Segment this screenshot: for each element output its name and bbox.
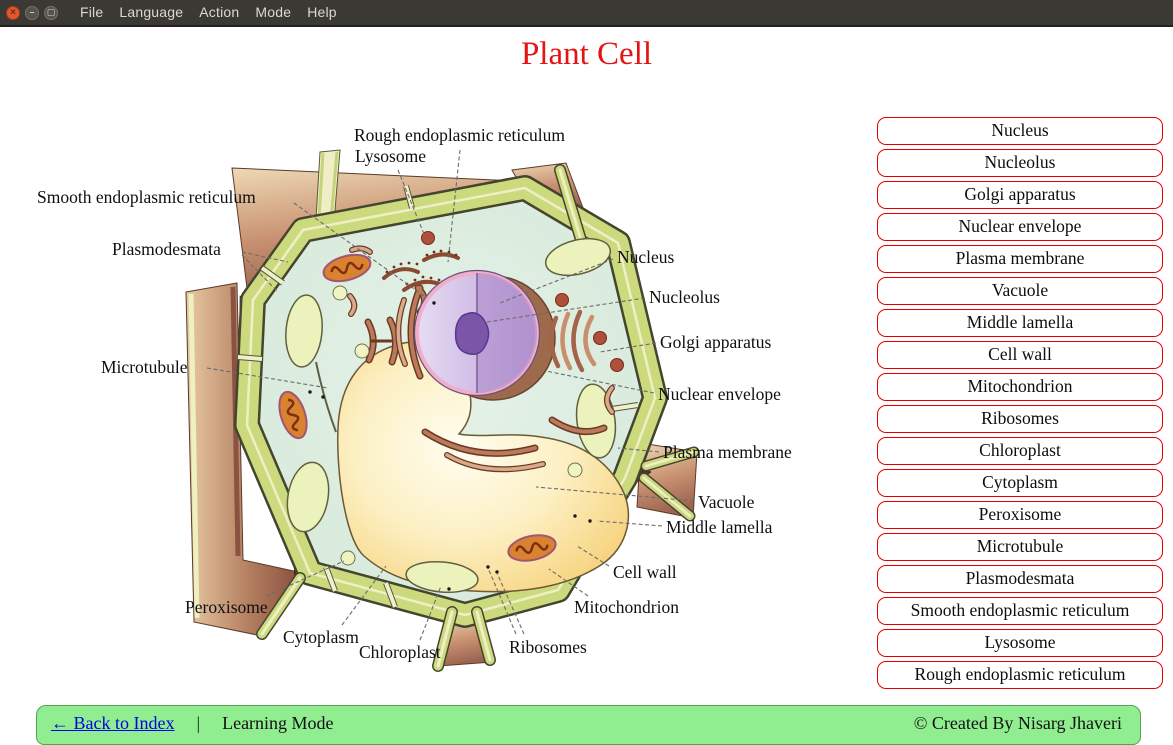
diagram-label-chloroplast: Chloroplast	[359, 642, 441, 662]
close-button[interactable]: ✕	[6, 5, 20, 20]
sidebar-button-chloroplast[interactable]: Chloroplast	[877, 437, 1163, 465]
sidebar-button-vacuole[interactable]: Vacuole	[877, 277, 1163, 305]
sidebar-button-rough-endoplasmic-reticulum[interactable]: Rough endoplasmic reticulum	[877, 661, 1163, 689]
leader-line-peroxisome	[265, 560, 345, 597]
diagram-label-microtubule: Microtubule	[101, 357, 188, 377]
footer-separator: |	[196, 712, 201, 733]
diagram-label-rough-endoplasmic-reticulum: Rough endoplasmic reticulum	[354, 125, 565, 145]
sidebar-button-microtubule[interactable]: Microtubule	[877, 533, 1163, 561]
sidebar-button-golgi-apparatus[interactable]: Golgi apparatus	[877, 181, 1163, 209]
menu-mode[interactable]: Mode	[255, 4, 292, 20]
sidebar-button-lysosome[interactable]: Lysosome	[877, 629, 1163, 657]
plasmodesmata-channels	[237, 185, 639, 609]
diagram-label-nucleolus: Nucleolus	[649, 287, 720, 307]
maximize-button[interactable]: ▢	[44, 5, 58, 20]
leader-line-middle-lamella	[596, 520, 663, 527]
leader-line-nucleus	[499, 258, 614, 304]
leader-line-golgi-apparatus	[599, 342, 657, 353]
chloroplasts	[285, 237, 617, 594]
leader-line-ribosomes	[487, 567, 517, 635]
mode-label: Learning Mode	[222, 712, 334, 733]
sidebar-button-nuclear-envelope[interactable]: Nuclear envelope	[877, 213, 1163, 241]
diagram-label-lysosome: Lysosome	[355, 146, 426, 166]
ribosome-dots	[308, 301, 592, 591]
mitochondria	[278, 253, 557, 562]
leader-line-lysosome	[397, 169, 425, 235]
leader-line-ribosomes	[496, 572, 525, 635]
menu-language[interactable]: Language	[119, 4, 184, 20]
sidebar-button-plasma-membrane[interactable]: Plasma membrane	[877, 245, 1163, 273]
golgi-apparatus-shape	[549, 309, 597, 373]
sidebar-button-ribosomes[interactable]: Ribosomes	[877, 405, 1163, 433]
leader-line-microtubule	[206, 367, 329, 389]
leader-line-plasma-membrane	[617, 447, 660, 453]
lysosome-and-vesicles	[421, 231, 624, 372]
menu-action[interactable]: Action	[199, 4, 240, 20]
diagram-label-nuclear-envelope: Nuclear envelope	[658, 384, 781, 404]
diagram-label-middle-lamella: Middle lamella	[666, 517, 773, 537]
menu-bar: ✕–▢ File Language Action Mode Help	[0, 0, 1173, 27]
sidebar-button-cell-wall[interactable]: Cell wall	[877, 341, 1163, 369]
microtubule-shape	[315, 361, 337, 433]
page-title: Plant Cell	[520, 36, 653, 72]
credit-text: © Created By Nisarg Jhaveri	[913, 712, 1122, 733]
diagram-label-cytoplasm: Cytoplasm	[283, 627, 359, 647]
diagram-label-peroxisome: Peroxisome	[185, 597, 268, 617]
diagram-label-plasma-membrane: Plasma membrane	[663, 442, 792, 462]
minimize-button[interactable]: –	[25, 5, 39, 20]
leader-line-plasmodesmata	[241, 251, 289, 263]
leader-line-cytoplasm	[341, 565, 387, 626]
diagram-label-vacuole: Vacuole	[698, 492, 755, 512]
leader-line-nuclear-envelope	[545, 370, 655, 394]
leader-line-nucleolus	[486, 297, 646, 323]
peroxisomes	[332, 285, 583, 566]
leader-line-plasmodesmata	[241, 254, 278, 292]
diagram-label-smooth-endoplasmic-reticulum: Smooth endoplasmic reticulum	[37, 187, 256, 207]
cell-wall-junctions	[256, 164, 700, 672]
sidebar-button-peroxisome[interactable]: Peroxisome	[877, 501, 1163, 529]
leader-line-mitochondrion	[548, 568, 589, 597]
endoplasmic-reticulum	[347, 245, 615, 473]
diagram-label-nucleus: Nucleus	[617, 247, 675, 267]
menu-file[interactable]: File	[80, 4, 104, 20]
diagram-label-plasmodesmata: Plasmodesmata	[112, 239, 221, 259]
sidebar-button-nucleus[interactable]: Nucleus	[877, 117, 1163, 145]
diagram-label-cell-wall: Cell wall	[613, 562, 677, 582]
sidebar-button-middle-lamella[interactable]: Middle lamella	[877, 309, 1163, 337]
menu-help[interactable]: Help	[307, 4, 337, 20]
plant-cell-diagram	[185, 149, 700, 672]
menu-items: File Language Action Mode Help	[72, 0, 345, 26]
window-controls: ✕–▢	[6, 5, 58, 20]
back-to-index-link[interactable]: ← Back to Index	[51, 712, 175, 733]
sidebar-button-smooth-endoplasmic-reticulum[interactable]: Smooth endoplasmic reticulum	[877, 597, 1163, 625]
sidebar-button-nucleolus[interactable]: Nucleolus	[877, 149, 1163, 177]
diagram-label-mitochondrion: Mitochondrion	[574, 597, 679, 617]
leader-line-chloroplast	[419, 585, 442, 641]
nucleus-shape	[413, 269, 556, 401]
sidebar-button-plasmodesmata[interactable]: Plasmodesmata	[877, 565, 1163, 593]
diagram-label-golgi-apparatus: Golgi apparatus	[660, 332, 772, 352]
footer-bar: ← Back to Index | Learning Mode © Create…	[36, 705, 1141, 745]
nucleolus-shape	[454, 312, 490, 356]
sidebar-button-mitochondrion[interactable]: Mitochondrion	[877, 373, 1163, 401]
diagram-label-ribosomes: Ribosomes	[509, 637, 587, 657]
label-leader-lines	[206, 149, 695, 641]
sidebar-button-cytoplasm[interactable]: Cytoplasm	[877, 469, 1163, 497]
leader-line-smooth-endoplasmic-reticulum	[293, 202, 425, 297]
leader-line-rough-endoplasmic-reticulum	[447, 149, 461, 263]
leader-line-vacuole	[535, 486, 695, 502]
